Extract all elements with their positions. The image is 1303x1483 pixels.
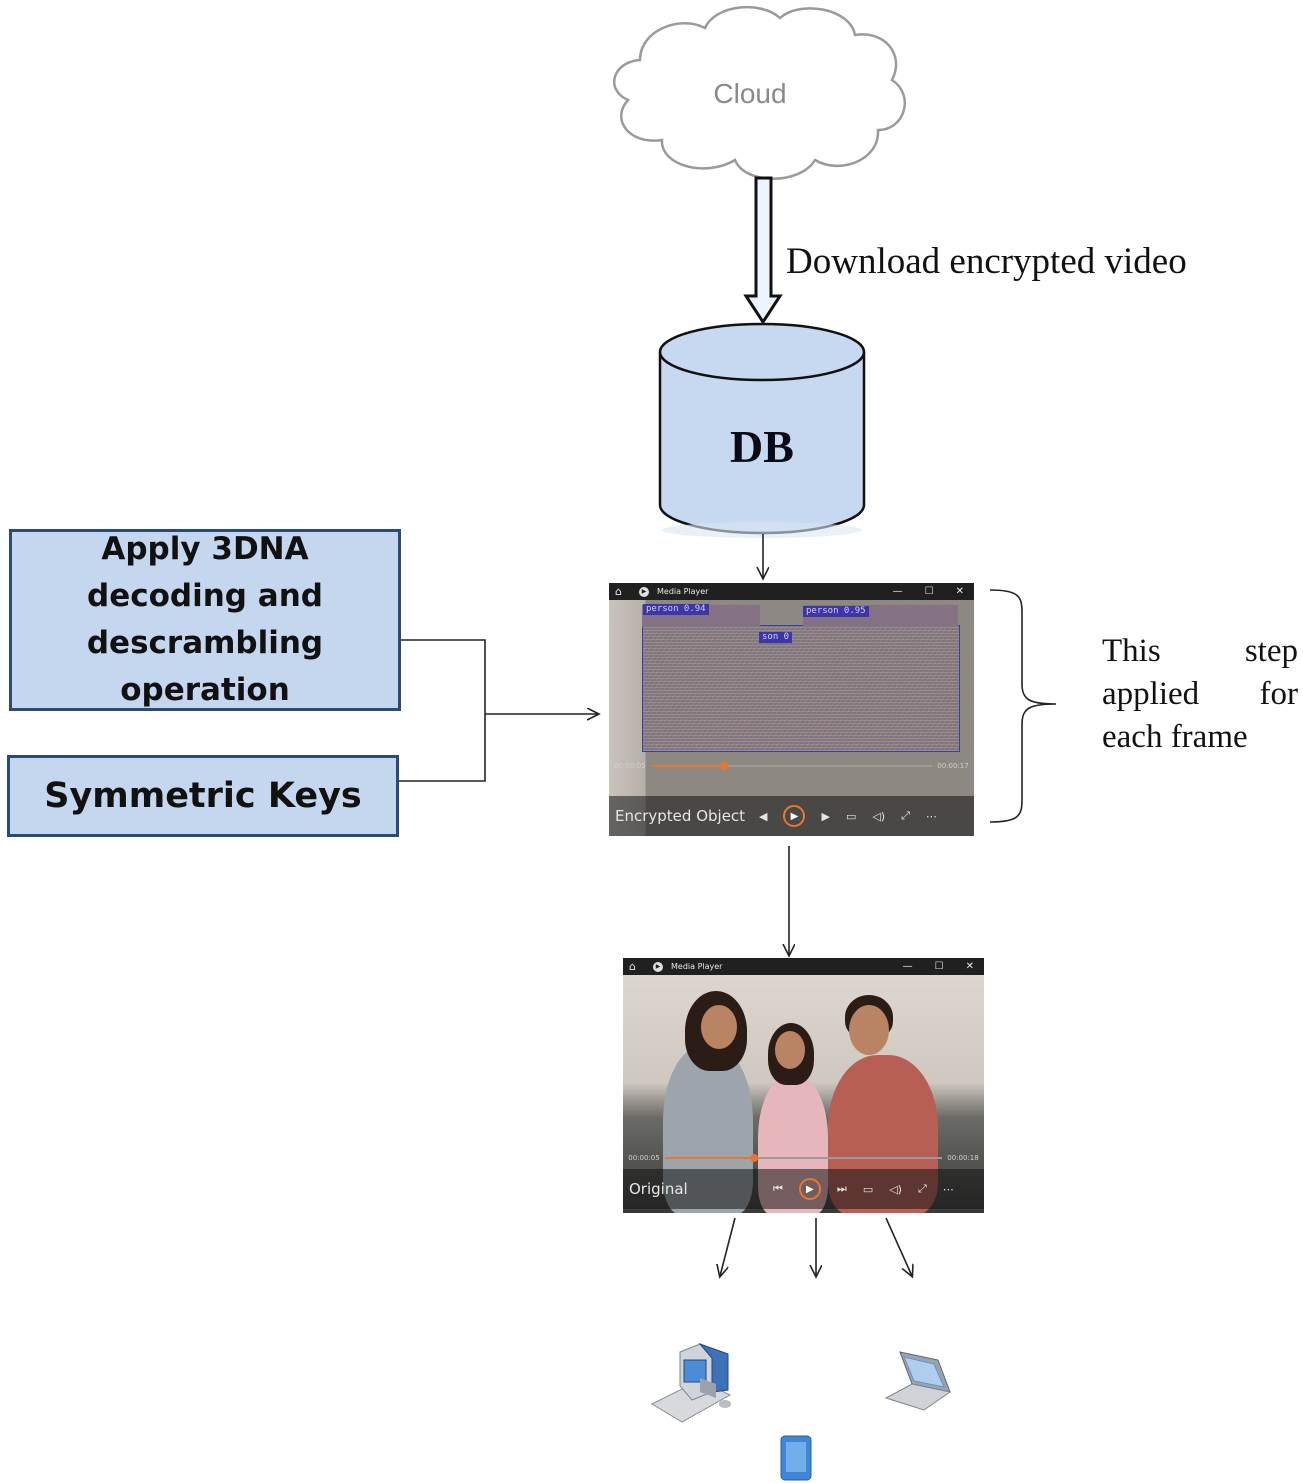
previous-icon[interactable]: ⏮: [773, 1182, 783, 1195]
seek-track[interactable]: [651, 762, 932, 770]
seek-handle[interactable]: [749, 1154, 758, 1162]
person-head: [775, 1031, 805, 1069]
distribution-arrows: [720, 1217, 912, 1276]
fullscreen-icon[interactable]: ⤢: [901, 809, 910, 822]
video-frame: person 0.94 person 0.95 son 0 00:00:05 0…: [609, 600, 974, 836]
detection-label: person 0.95: [803, 606, 869, 617]
detection-label: person 0.94: [643, 604, 709, 615]
close-icon[interactable]: ✕: [965, 961, 974, 972]
person-head: [849, 1005, 889, 1055]
original-media-player: ⌂ ▶ Media Player — ☐ ✕ 00:00:05 00:00:18…: [623, 958, 984, 1213]
download-label: Download encrypted video: [786, 241, 1187, 282]
scrambled-region: [642, 625, 960, 752]
subtitles-icon[interactable]: ▭: [862, 1182, 874, 1196]
media-player-logo-icon: ▶: [653, 961, 663, 972]
time-elapsed: 00:00:05: [614, 762, 646, 770]
play-button[interactable]: ▶: [783, 805, 806, 827]
seek-track[interactable]: [665, 1154, 942, 1162]
maximize-icon[interactable]: ☐: [934, 961, 944, 972]
decoding-operation-label: Apply 3DNA decoding and descrambling ope…: [86, 531, 324, 708]
laptop-icon: [884, 1351, 952, 1411]
cloud-label: Cloud: [713, 78, 787, 109]
home-icon[interactable]: ⌂: [615, 585, 622, 598]
volume-icon[interactable]: ◁): [872, 809, 886, 823]
minimize-icon[interactable]: —: [902, 961, 913, 972]
close-icon[interactable]: ✕: [955, 586, 964, 597]
more-icon[interactable]: ⋯: [925, 809, 937, 823]
inputs-connector: [399, 639, 598, 782]
next-icon[interactable]: ⏭: [836, 1182, 847, 1195]
seek-progress: [651, 765, 725, 767]
seek-bar[interactable]: 00:00:05 00:00:17: [609, 758, 974, 774]
video-caption: Encrypted Object: [615, 807, 746, 825]
time-total: 00:00:18: [947, 1154, 979, 1162]
mobile-phone-icon: [780, 1435, 812, 1481]
symmetric-keys-label: Symmetric Keys: [44, 776, 362, 816]
desktop-computer-icon: [650, 1342, 732, 1423]
window-title: Media Player: [671, 962, 723, 971]
detection-label: son 0: [759, 632, 793, 643]
time-elapsed: 00:00:05: [628, 1154, 660, 1162]
seek-handle[interactable]: [720, 762, 729, 770]
subtitles-icon[interactable]: ▭: [845, 809, 857, 823]
seek-bar[interactable]: 00:00:05 00:00:18: [623, 1150, 984, 1166]
per-frame-note: This step applied for each frame: [1102, 633, 1298, 755]
play-button[interactable]: ▶: [798, 1178, 821, 1200]
encrypted-media-player: ⌂ ▶ Media Player — ☐ ✕ person 0.94 perso…: [609, 583, 974, 836]
fullscreen-icon[interactable]: ⤢: [917, 1182, 927, 1195]
window-title: Media Player: [657, 587, 709, 596]
player-controls: Encrypted Object ◀ ▶ ▶ ▭ ◁) ⤢ ⋯: [609, 796, 974, 836]
more-icon[interactable]: ⋯: [942, 1182, 954, 1196]
player-titlebar: ⌂ ▶ Media Player — ☐ ✕: [609, 583, 974, 600]
decoding-operation-box: Apply 3DNA decoding and descrambling ope…: [9, 529, 401, 711]
time-total: 00:00:17: [937, 762, 969, 770]
symmetric-keys-box: Symmetric Keys: [7, 755, 399, 837]
volume-icon[interactable]: ◁): [889, 1182, 902, 1196]
player-controls: Original ⏮ ▶ ⏭ ▭ ◁) ⤢ ⋯: [623, 1169, 984, 1209]
frame-brace: [989, 589, 1057, 823]
video-frame: 00:00:05 00:00:18 Original ⏮ ▶ ⏭ ▭ ◁) ⤢ …: [623, 975, 984, 1213]
person-head: [701, 1005, 737, 1049]
db-label: DB: [730, 421, 794, 472]
database-cylinder: [658, 322, 866, 538]
player-titlebar: ⌂ ▶ Media Player — ☐ ✕: [623, 958, 984, 975]
next-icon[interactable]: ▶: [821, 809, 830, 823]
download-arrow: [743, 176, 783, 325]
cloud-shape: [612, 5, 907, 180]
media-player-logo-icon: ▶: [639, 586, 649, 597]
maximize-icon[interactable]: ☐: [924, 586, 934, 597]
previous-icon[interactable]: ◀: [759, 809, 768, 823]
video-caption: Original: [629, 1180, 688, 1198]
minimize-icon[interactable]: —: [892, 586, 903, 597]
home-icon[interactable]: ⌂: [629, 960, 636, 973]
seek-progress: [665, 1157, 754, 1159]
